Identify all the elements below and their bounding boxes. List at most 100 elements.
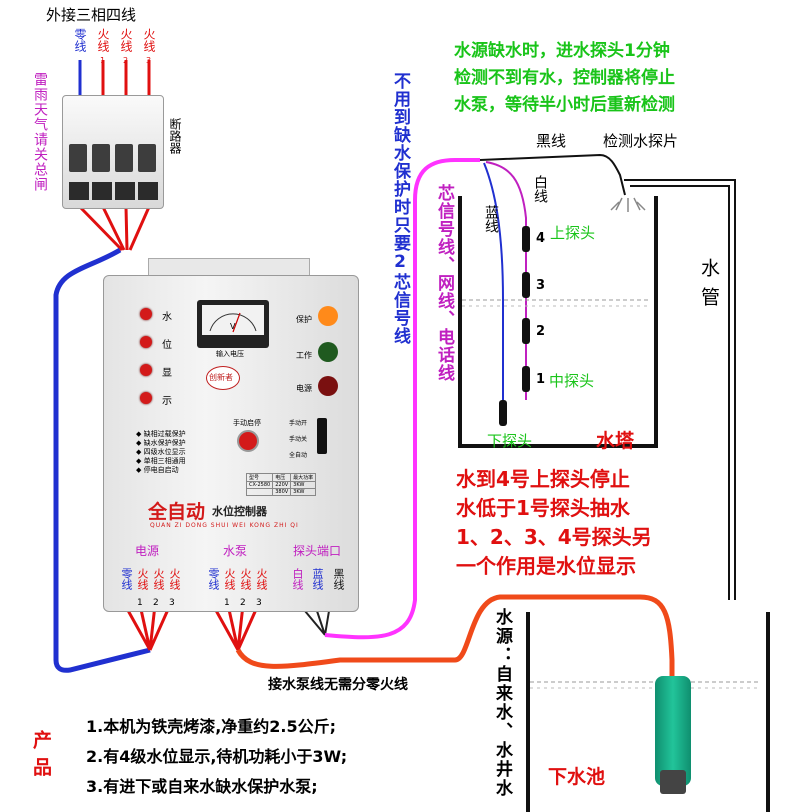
work-indicator xyxy=(318,342,338,362)
breaker-bottom-wires xyxy=(78,205,151,252)
water-tower-tank xyxy=(458,196,658,448)
dry-run-note: 水源缺水时，进水探头1分钟 检测不到有水，控制器将停止 水泵，等待半小时后重新检… xyxy=(454,41,675,115)
pump-term-num-2: 2 xyxy=(240,598,246,608)
protect-indicator xyxy=(318,306,338,326)
submersible-pump xyxy=(655,676,691,786)
voltmeter-dial: V xyxy=(209,312,257,333)
signal-line-note: 芯信号线、网线、电话线 xyxy=(434,184,454,382)
level-char-4: 示 xyxy=(162,396,172,407)
pump-term-live-3: 火线 xyxy=(255,568,268,590)
power-term-num-1: 1 xyxy=(137,598,143,608)
power-term-num-2: 2 xyxy=(153,598,159,608)
pump-term-neutral: 零线 xyxy=(207,568,220,590)
water-pipe-label: 水管 xyxy=(698,258,720,316)
manual-stop-button[interactable] xyxy=(237,430,259,452)
blue-wire-label: 蓝线 xyxy=(483,205,499,233)
probe-num-1: 1 xyxy=(536,372,546,387)
vertical-note: 不用到缺水保护时只要2芯信号线 xyxy=(390,72,410,345)
power-blue-cable xyxy=(53,247,151,673)
power-term-num-3: 3 xyxy=(169,598,175,608)
power-term-live-3: 火线 xyxy=(168,568,181,590)
power-term-live-1: 火线 xyxy=(136,568,149,590)
power-label: 电源 xyxy=(296,384,312,393)
level-char-1: 水 xyxy=(162,312,172,323)
source-note: 水源：自来水、水井水 xyxy=(492,608,512,798)
controller-title-small: 水位控制器 xyxy=(212,505,267,518)
top-probe-label: 上探头 xyxy=(550,224,596,242)
meter-caption: 输入电压 xyxy=(216,350,244,358)
white-wire-label: 白线 xyxy=(532,175,548,203)
level-char-3: 显 xyxy=(162,368,172,379)
water-pipe xyxy=(624,179,736,600)
function-note: 水到4号上探头停止 水低于1号探头抽水 1、2、3、4号探头另 一个作用是水位显… xyxy=(456,467,652,578)
mode-label-off: 手动关 xyxy=(289,436,308,443)
pump-term-num-3: 3 xyxy=(256,598,262,608)
breaker-num-1: 1 xyxy=(100,56,106,65)
probe-term-black: 黑线 xyxy=(332,568,345,590)
black-wire xyxy=(479,153,626,196)
breaker-label: 断路器 xyxy=(168,118,182,154)
black-wire-label: 黑线 xyxy=(536,132,567,150)
top-label: 外接三相四线 xyxy=(46,6,137,24)
power-terminal-wires xyxy=(123,604,172,651)
signal-magenta-cable xyxy=(324,158,480,640)
pump-term-live-2: 火线 xyxy=(239,568,252,590)
blue-wire xyxy=(483,162,504,400)
circuit-breaker xyxy=(62,95,164,209)
voltmeter: V xyxy=(197,300,269,348)
probe-num-2: 2 xyxy=(536,324,546,339)
breaker-label-live-3: 火线 xyxy=(142,28,156,52)
probe-num-3: 3 xyxy=(536,278,546,293)
product-label: 产品 xyxy=(30,730,52,784)
section-power: 电源 xyxy=(135,544,160,558)
pump-term-num-1: 1 xyxy=(224,598,230,608)
pump-terminal-wires xyxy=(211,604,260,651)
power-indicator xyxy=(318,376,338,396)
white-wire xyxy=(485,161,527,400)
thunder-note: 雷雨天气请关总闸 xyxy=(32,72,48,192)
detect-plate-label: 检测水探片 xyxy=(603,132,679,150)
product-notes: 1.本机为铁壳烤漆,净重约2.5公斤; 2.有4级水位显示,待机功耗小于3W; … xyxy=(86,717,348,796)
pump-base xyxy=(660,770,686,794)
mode-label-on: 手动开 xyxy=(289,420,308,427)
breaker-num-3: 3 xyxy=(146,56,152,65)
svg-text:V: V xyxy=(230,322,236,331)
protect-label: 保护 xyxy=(296,315,312,324)
breaker-label-neutral: 零线 xyxy=(73,28,87,52)
mode-label-auto: 全自动 xyxy=(289,452,308,459)
probe-1 xyxy=(522,366,530,392)
pump-term-live-1: 火线 xyxy=(223,568,236,590)
level-led-2 xyxy=(140,336,152,348)
level-led-3 xyxy=(140,364,152,376)
breaker-label-live-1: 火线 xyxy=(96,28,110,52)
level-led-1 xyxy=(140,308,152,320)
spec-table: 型号 电压 最大功率 CX-2580 220V 3KW 380V 3KW xyxy=(245,473,317,496)
probe-4 xyxy=(522,226,530,252)
section-probe-port: 探头端口 xyxy=(293,544,342,558)
section-pump: 水泵 xyxy=(223,544,248,558)
probe-bottom xyxy=(499,400,507,426)
lower-pool-tank xyxy=(526,612,770,812)
pump-orange-cable xyxy=(235,594,675,700)
feature-list: ◆ 缺相过载保护 ◆ 缺水保护保护 ◆ 四级水位显示 ◆ 单相三相通用 ◆ 停电… xyxy=(136,430,186,474)
level-char-2: 位 xyxy=(162,340,172,351)
probe-term-white: 白线 xyxy=(291,568,304,590)
brand-logo: 创新者 xyxy=(206,366,240,390)
water-drops xyxy=(610,197,646,212)
controller-title: 全自动 xyxy=(148,501,206,523)
pump-note: 接水泵线无需分零火线 xyxy=(268,677,408,693)
breaker-label-live-2: 火线 xyxy=(119,28,133,52)
manual-stop-label: 手动启停 xyxy=(233,419,261,427)
probe-term-blue: 蓝线 xyxy=(311,568,324,590)
controller-pinyin: QUAN ZI DONG SHUI WEI KONG ZHI QI xyxy=(150,522,299,529)
power-term-neutral: 零线 xyxy=(120,568,133,590)
work-label: 工作 xyxy=(296,351,312,360)
mode-switch[interactable] xyxy=(317,418,327,454)
lower-pool-label: 下水池 xyxy=(548,766,606,788)
level-led-4 xyxy=(140,392,152,404)
power-term-live-2: 火线 xyxy=(152,568,165,590)
probe-3 xyxy=(522,272,530,298)
bottom-probe-label: 下探头 xyxy=(487,432,533,450)
probe-num-4: 4 xyxy=(536,231,546,246)
